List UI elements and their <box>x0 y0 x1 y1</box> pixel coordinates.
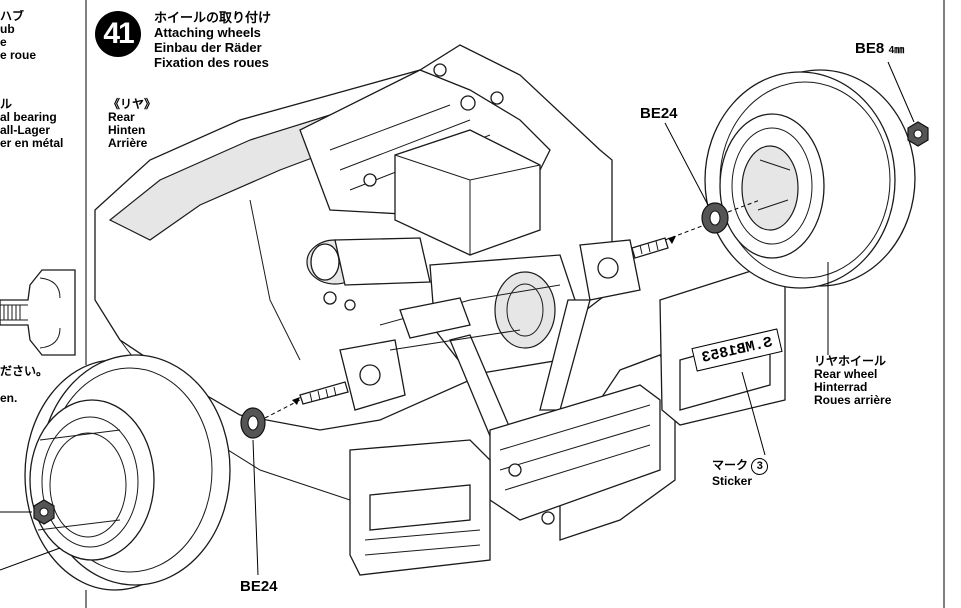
left-frag-line: all-Lager <box>0 123 51 137</box>
step-number-badge: 41 <box>95 11 141 57</box>
be8-nut-left <box>33 499 55 525</box>
rear-wheel-de: Hinterrad <box>814 380 868 394</box>
rear-wheel-jp: リヤホイール <box>814 354 887 368</box>
step-title-block: ホイールの取り付け Attaching wheels Einbau der Rä… <box>154 10 271 70</box>
left-rear-wheel <box>24 354 231 591</box>
rear-note-de: Hinten <box>108 123 146 137</box>
left-frag-line: al bearing <box>0 110 57 124</box>
step-title-jp: ホイールの取り付け <box>154 10 272 25</box>
be8-code: BE8 <box>855 40 885 57</box>
left-note-en: en. <box>0 391 18 405</box>
left-fragment-top: ハブ ub e e roue <box>0 10 84 62</box>
step-title-de: Einbau der Räder <box>154 40 262 55</box>
left-frag-line: er en métal <box>0 136 64 150</box>
rear-wheel-en: Rear wheel <box>814 367 878 381</box>
rear-wheel-fr: Roues arrière <box>814 393 892 407</box>
left-hub-fragment <box>0 269 76 356</box>
rear-note-jp: 《リヤ》 <box>108 97 157 111</box>
be24-bearing-left <box>240 407 266 439</box>
be24-bearing-right <box>701 202 729 234</box>
right-rear-wheel <box>704 69 916 289</box>
rear-note: 《リヤ》 Rear Hinten Arrière <box>108 98 156 150</box>
sticker-jp: マーク <box>712 458 749 472</box>
rear-note-en: Rear <box>108 110 135 124</box>
lead-line-sticker <box>741 371 766 456</box>
rear-note-fr: Arrière <box>108 136 148 150</box>
left-fragment-mid: ル al bearing all-Lager er en métal <box>0 98 84 150</box>
chassis-drawing <box>94 44 786 576</box>
step-title-fr: Fixation des roues <box>154 55 269 70</box>
step-title-en: Attaching wheels <box>154 25 261 40</box>
sticker-number: 3 <box>751 458 769 475</box>
left-frag-line: ル <box>0 98 13 111</box>
lead-line-left-wheel <box>0 547 61 571</box>
rear-wheel-label: リヤホイール Rear wheel Hinterrad Roues arrièr… <box>814 355 891 407</box>
be8-label: BE8 4㎜ <box>855 40 904 58</box>
right-axle-shaft <box>631 199 761 259</box>
left-frag-line: ub <box>0 22 15 36</box>
left-note-jp: ださい。 <box>0 364 49 378</box>
be24-label-bottom: BE24 <box>240 578 278 595</box>
be8-nut-right <box>907 121 929 147</box>
sticker-en: Sticker <box>712 474 753 488</box>
lead-line-be8 <box>887 61 915 123</box>
left-axle-shaft <box>264 381 349 419</box>
left-frag-line: ハブ <box>0 10 25 23</box>
lead-line-be24-bottom <box>252 439 259 576</box>
left-frag-line: e <box>0 35 7 49</box>
be24-label-top: BE24 <box>640 105 678 122</box>
left-frag-line: e roue <box>0 48 37 62</box>
sticker-label: マーク 3 Sticker <box>712 458 769 488</box>
lead-line-be24-top <box>664 122 709 206</box>
be8-size: 4㎜ <box>888 45 905 56</box>
